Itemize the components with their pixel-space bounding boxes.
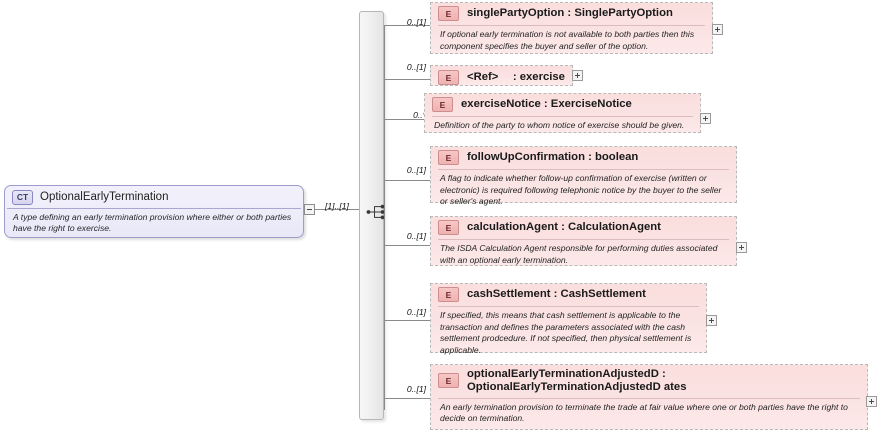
element-label: followUpConfirmation : boolean <box>467 151 639 163</box>
sequence-compositor-box[interactable] <box>359 11 384 420</box>
connector-trunk <box>384 25 385 410</box>
element-documentation: If specified, this means that cash settl… <box>440 310 692 355</box>
element-label: exerciseNotice : ExerciseNotice <box>461 98 632 110</box>
complex-type-badge-icon: CT <box>12 189 33 205</box>
element-badge-icon: E <box>432 97 453 112</box>
sequence-icon <box>366 204 385 220</box>
complex-type-title: OptionalEarlyTermination <box>40 191 169 203</box>
connector-root-to-sequence <box>315 209 359 210</box>
plus-icon-singlepartyoption[interactable] <box>712 24 723 35</box>
element-header: E followUpConfirmation : boolean <box>431 147 736 168</box>
complex-type-divider <box>7 208 301 209</box>
element-documentation: An early termination provision to termin… <box>440 401 848 424</box>
element-badge-icon: E <box>438 70 459 85</box>
element-box-ref-exercise[interactable]: E <Ref> : exercise <box>430 65 573 86</box>
cardinality-label-4: 0..[1] <box>406 165 426 175</box>
connector-branch-4 <box>384 180 430 181</box>
complex-type-documentation: A type defining an early termination pro… <box>13 212 292 234</box>
connector-branch-5 <box>384 245 430 246</box>
element-divider <box>438 239 729 240</box>
element-divider <box>438 397 860 399</box>
minus-icon[interactable] <box>304 204 315 215</box>
element-label: <Ref> : exercise <box>467 71 565 83</box>
element-label: calculationAgent : CalculationAgent <box>467 221 661 233</box>
root-cardinality-label: [1]..[1] <box>325 201 349 211</box>
cardinality-label-2: 0..[1] <box>406 62 426 72</box>
element-body: E exerciseNotice : ExerciseNotice Defini… <box>425 94 700 132</box>
element-body: E cashSettlement : CashSettlement If spe… <box>431 284 706 355</box>
complex-type-header: CT OptionalEarlyTermination <box>5 186 303 208</box>
element-header: E singlePartyOption : SinglePartyOption <box>431 3 712 24</box>
cardinality-label-6: 0..[1] <box>406 307 426 317</box>
element-box-exercisenotice[interactable]: E exerciseNotice : ExerciseNotice Defini… <box>424 93 701 133</box>
element-badge-icon: E <box>438 220 459 235</box>
plus-icon-optionalearlyterminationadjusteddates[interactable] <box>866 396 877 407</box>
connector-branch-3 <box>384 119 430 120</box>
element-label: cashSettlement : CashSettlement <box>467 288 646 300</box>
element-header: E <Ref> : exercise <box>431 66 572 89</box>
element-body: E calculationAgent : CalculationAgent Th… <box>431 217 736 265</box>
element-badge-icon: E <box>438 150 459 165</box>
element-box-followupconfirmation[interactable]: E followUpConfirmation : boolean A flag … <box>430 146 737 206</box>
element-body: E followUpConfirmation : boolean A flag … <box>431 147 736 206</box>
element-label: optionalEarlyTerminationAdjustedD : Opti… <box>467 368 687 393</box>
element-documentation: A flag to indicate whether follow-up con… <box>440 173 722 207</box>
connector-branch-1 <box>384 25 430 26</box>
element-badge-icon: E <box>438 373 459 389</box>
plus-icon-exercisenotice[interactable] <box>700 113 711 124</box>
element-header: E cashSettlement : CashSettlement <box>431 284 706 305</box>
cardinality-label-1: 0..[1] <box>406 17 426 27</box>
element-divider <box>438 169 729 170</box>
connector-branch-2 <box>384 79 430 80</box>
element-documentation: If optional early termination is not ava… <box>440 29 695 51</box>
element-header: E calculationAgent : CalculationAgent <box>431 217 736 238</box>
element-documentation: Definition of the party to whom notice o… <box>434 120 685 130</box>
plus-icon-ref-exercise[interactable] <box>572 70 583 81</box>
element-documentation: The ISDA Calculation Agent responsible f… <box>440 243 718 265</box>
element-divider <box>438 25 705 26</box>
element-box-cashsettlement[interactable]: E cashSettlement : CashSettlement If spe… <box>430 283 707 355</box>
element-box-singlepartyoption[interactable]: E singlePartyOption : SinglePartyOption … <box>430 2 713 54</box>
element-label: singlePartyOption : SinglePartyOption <box>467 7 673 19</box>
element-badge-icon: E <box>438 6 459 21</box>
element-body: E singlePartyOption : SinglePartyOption … <box>431 3 712 53</box>
connector-branch-6 <box>384 320 430 321</box>
element-header: E optionalEarlyTerminationAdjustedD : Op… <box>431 365 867 397</box>
cardinality-label-3: 0..* <box>413 110 426 120</box>
element-body: E optionalEarlyTerminationAdjustedD : Op… <box>431 365 867 429</box>
plus-icon-calculationagent[interactable] <box>736 242 747 253</box>
connector-branch-7 <box>384 398 430 399</box>
cardinality-label-5: 0..[1] <box>406 231 426 241</box>
cardinality-label-7: 0..[1] <box>406 384 426 394</box>
plus-icon-cashsettlement[interactable] <box>706 315 717 326</box>
element-box-calculationagent[interactable]: E calculationAgent : CalculationAgent Th… <box>430 216 737 266</box>
complex-type-box-optionalearlytermination[interactable]: CT OptionalEarlyTermination A type defin… <box>4 185 304 238</box>
element-header: E exerciseNotice : ExerciseNotice <box>425 94 700 115</box>
element-body: E <Ref> : exercise <box>431 66 572 85</box>
element-divider <box>432 116 693 117</box>
element-box-optionalearlyterminationadjusteddates[interactable]: E optionalEarlyTerminationAdjustedD : Op… <box>430 364 868 430</box>
element-badge-icon: E <box>438 287 459 302</box>
element-divider <box>438 306 699 307</box>
